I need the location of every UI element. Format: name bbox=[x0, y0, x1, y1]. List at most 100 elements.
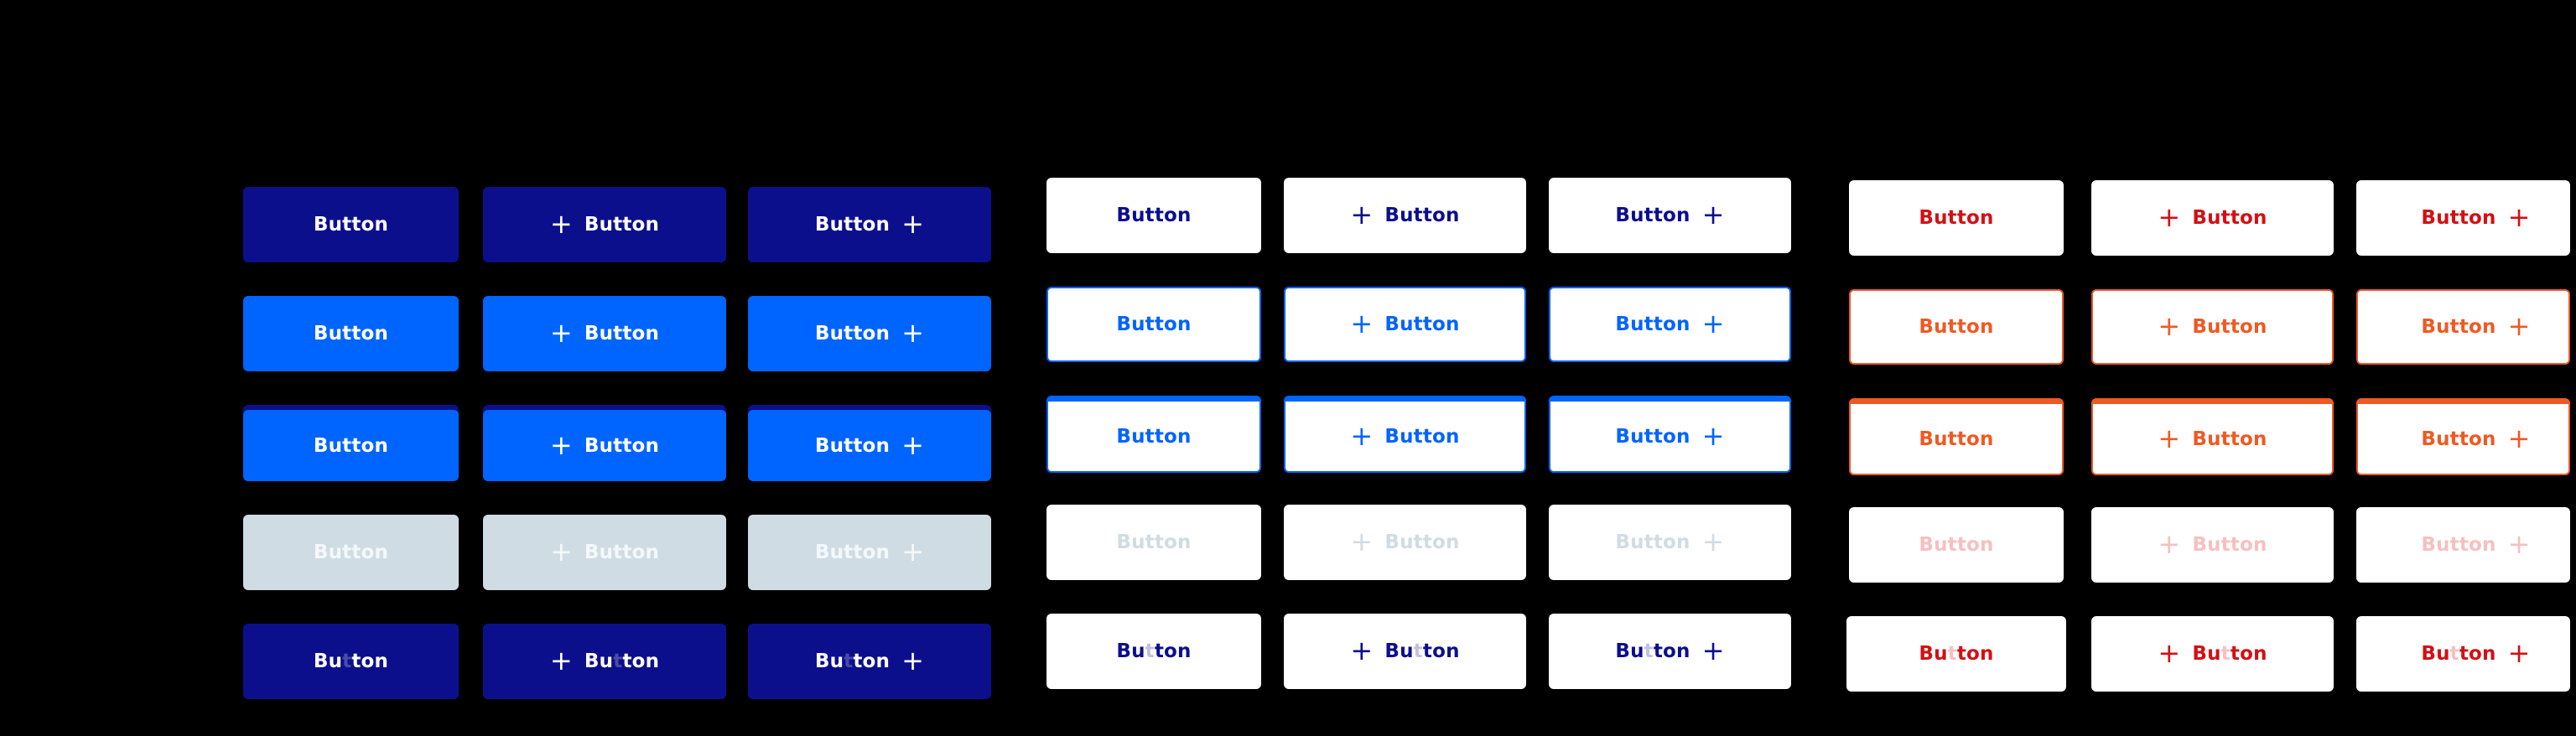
plus-icon: + bbox=[1350, 199, 1374, 231]
button-label: Button bbox=[2421, 207, 2496, 229]
button-label: Button bbox=[814, 214, 891, 236]
plus-icon: + bbox=[901, 536, 925, 568]
plus-icon: + bbox=[2158, 528, 2181, 560]
secondary-default-leading-icon-button[interactable]: + Button bbox=[1284, 178, 1526, 253]
primary-default-button[interactable]: Button bbox=[243, 187, 459, 262]
secondary-hover-trailing-icon-button[interactable]: Button + bbox=[1549, 287, 1791, 362]
danger-disabled-leading-icon-button: + Button bbox=[2091, 507, 2334, 583]
primary-default-leading-icon-button[interactable]: + Button bbox=[483, 187, 726, 262]
primary-focus-trailing-icon-button[interactable]: Button + bbox=[748, 410, 991, 481]
button-label: Button bbox=[1615, 425, 1690, 448]
button-label: Button bbox=[1615, 205, 1690, 226]
plus-icon: + bbox=[1701, 635, 1725, 666]
plus-icon: + bbox=[2507, 310, 2531, 342]
danger-focus-leading-icon-button[interactable]: + Button bbox=[2091, 398, 2334, 475]
button-label: Button bbox=[814, 542, 891, 563]
button-label: Button bbox=[1384, 531, 1460, 553]
plus-icon: + bbox=[901, 645, 925, 676]
secondary-disabled-button: Button bbox=[1046, 505, 1261, 580]
secondary-focus-trailing-icon-button[interactable]: Button + bbox=[1549, 396, 1791, 473]
danger-disabled-button: Button bbox=[1849, 507, 2064, 583]
button-label: Button bbox=[1116, 205, 1192, 226]
primary-hover-button[interactable]: Button bbox=[243, 296, 459, 371]
danger-pressed-button[interactable]: Button bbox=[1846, 616, 2066, 692]
plus-icon: + bbox=[2507, 528, 2531, 560]
primary-focus-button[interactable]: Button bbox=[243, 410, 459, 481]
button-label: Button bbox=[1116, 640, 1192, 662]
button-label: Button bbox=[313, 323, 389, 345]
primary-default-trailing-icon-button[interactable]: Button + bbox=[748, 187, 991, 262]
danger-disabled-trailing-icon-button: Button + bbox=[2356, 507, 2570, 583]
plus-icon: + bbox=[2507, 422, 2531, 454]
plus-icon: + bbox=[1350, 635, 1374, 666]
primary-focus-leading-icon-button[interactable]: + Button bbox=[483, 410, 726, 481]
button-label: Button bbox=[2192, 534, 2267, 556]
danger-default-leading-icon-button[interactable]: + Button bbox=[2091, 180, 2334, 256]
button-label: Button bbox=[2421, 643, 2496, 665]
button-label: Button bbox=[1919, 643, 1994, 665]
danger-focus-button[interactable]: Button bbox=[1849, 398, 2064, 475]
secondary-focus-button[interactable]: Button bbox=[1046, 396, 1261, 473]
plus-icon: + bbox=[2158, 422, 2181, 454]
danger-hover-trailing-icon-button[interactable]: Button + bbox=[2356, 289, 2570, 365]
plus-icon: + bbox=[2507, 637, 2531, 669]
plus-icon: + bbox=[901, 208, 925, 240]
button-label: Button bbox=[584, 323, 660, 345]
secondary-focus-leading-icon-button[interactable]: + Button bbox=[1284, 396, 1526, 473]
plus-icon: + bbox=[2507, 201, 2531, 233]
plus-icon: + bbox=[1350, 308, 1374, 339]
plus-icon: + bbox=[549, 317, 573, 349]
secondary-default-button[interactable]: Button bbox=[1046, 178, 1261, 253]
button-label: Button bbox=[1384, 425, 1460, 448]
plus-icon: + bbox=[2158, 637, 2181, 669]
secondary-default-trailing-icon-button[interactable]: Button + bbox=[1549, 178, 1791, 253]
danger-default-trailing-icon-button[interactable]: Button + bbox=[2356, 180, 2570, 256]
plus-icon: + bbox=[901, 428, 925, 461]
secondary-pressed-leading-icon-button[interactable]: + Button bbox=[1284, 614, 1526, 689]
button-label: Button bbox=[814, 434, 891, 457]
secondary-disabled-leading-icon-button: + Button bbox=[1284, 505, 1526, 580]
plus-icon: + bbox=[549, 645, 573, 676]
button-label: Button bbox=[1116, 425, 1192, 448]
primary-disabled-leading-icon-button: + Button bbox=[483, 515, 726, 590]
button-label: Button bbox=[313, 542, 389, 563]
button-label: Button bbox=[313, 214, 389, 236]
plus-icon: + bbox=[2158, 310, 2181, 342]
plus-icon: + bbox=[549, 208, 573, 240]
danger-pressed-trailing-icon-button[interactable]: Button + bbox=[2356, 616, 2570, 692]
danger-default-button[interactable]: Button bbox=[1849, 180, 2064, 256]
plus-icon: + bbox=[2158, 201, 2181, 233]
plus-icon: + bbox=[1350, 526, 1374, 557]
button-label: Button bbox=[2421, 316, 2496, 338]
button-label: Button bbox=[2192, 643, 2267, 665]
button-label: Button bbox=[313, 650, 389, 672]
danger-pressed-leading-icon-button[interactable]: + Button bbox=[2091, 616, 2334, 692]
danger-focus-trailing-icon-button[interactable]: Button + bbox=[2356, 398, 2570, 475]
button-label: Button bbox=[814, 650, 891, 672]
button-label: Button bbox=[1919, 428, 1994, 450]
danger-hover-button[interactable]: Button bbox=[1849, 289, 2064, 365]
secondary-hover-leading-icon-button[interactable]: + Button bbox=[1284, 287, 1526, 362]
button-label: Button bbox=[2421, 428, 2496, 450]
secondary-hover-button[interactable]: Button bbox=[1046, 287, 1261, 362]
danger-hover-leading-icon-button[interactable]: + Button bbox=[2091, 289, 2334, 365]
primary-pressed-leading-icon-button[interactable]: + Button bbox=[483, 624, 726, 699]
secondary-pressed-button[interactable]: Button bbox=[1046, 614, 1261, 689]
button-label: Button bbox=[584, 434, 660, 457]
secondary-disabled-trailing-icon-button: Button + bbox=[1549, 505, 1791, 580]
button-label: Button bbox=[584, 542, 660, 563]
button-label: Button bbox=[1919, 207, 1994, 229]
primary-hover-trailing-icon-button[interactable]: Button + bbox=[748, 296, 991, 371]
plus-icon: + bbox=[1701, 199, 1725, 231]
plus-icon: + bbox=[549, 428, 573, 461]
primary-hover-leading-icon-button[interactable]: + Button bbox=[483, 296, 726, 371]
button-label: Button bbox=[1615, 314, 1690, 335]
button-label: Button bbox=[313, 434, 389, 457]
button-label: Button bbox=[1919, 534, 1994, 556]
primary-pressed-button[interactable]: Button bbox=[243, 624, 459, 699]
primary-pressed-trailing-icon-button[interactable]: Button + bbox=[748, 624, 991, 699]
secondary-pressed-trailing-icon-button[interactable]: Button + bbox=[1549, 614, 1791, 689]
button-label: Button bbox=[1615, 531, 1690, 553]
button-label: Button bbox=[1615, 640, 1690, 662]
button-label: Button bbox=[2192, 207, 2267, 229]
